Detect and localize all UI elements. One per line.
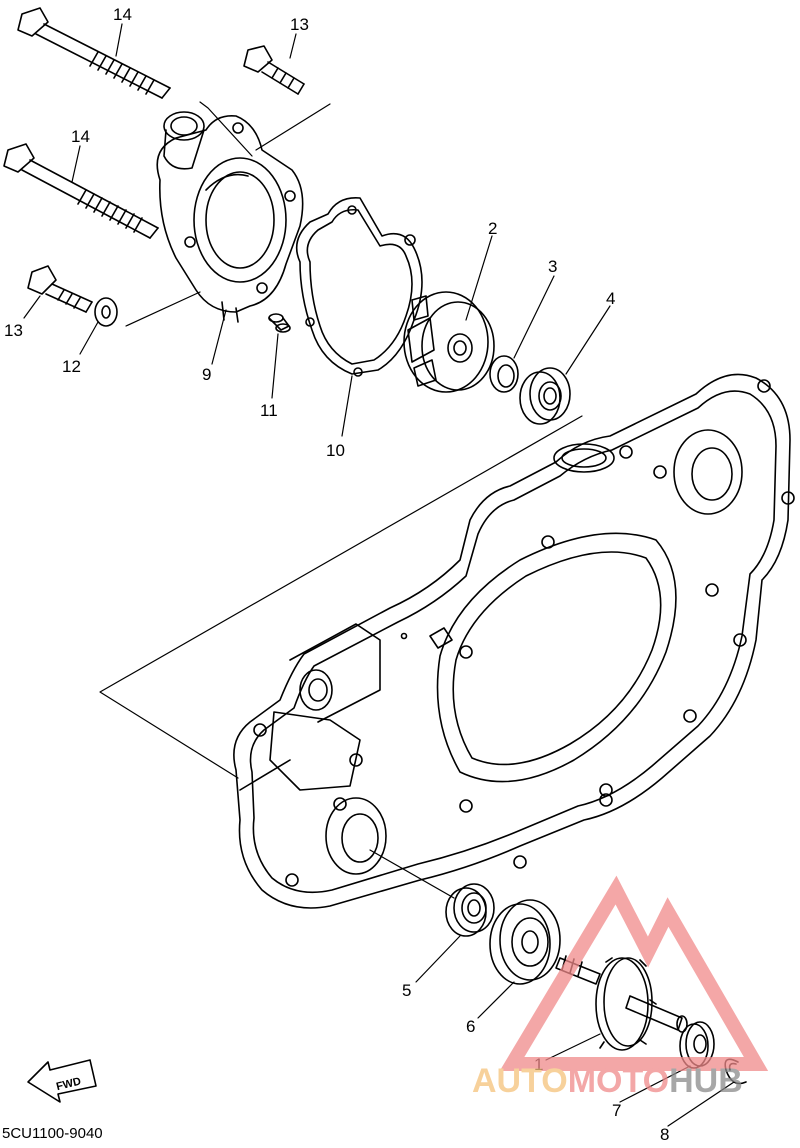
crankcase-cover <box>233 373 795 909</box>
callout-3: 3 <box>548 257 557 276</box>
callout-8: 8 <box>660 1125 669 1143</box>
callout-14-lower: 14 <box>71 127 90 146</box>
callout-7: 7 <box>612 1101 621 1120</box>
gasket-10 <box>295 197 423 377</box>
fwd-arrow-icon <box>27 1059 97 1103</box>
dowel-pin-11 <box>268 313 291 333</box>
part-code: 5CU1100-9040 <box>2 1125 103 1142</box>
bolt-14-upper <box>17 7 171 99</box>
callout-6: 6 <box>466 1017 475 1036</box>
bolt-13-upper <box>243 45 305 95</box>
callout-2: 2 <box>488 219 497 238</box>
watermark-logo: AUTOMOTOHUB <box>472 875 769 1100</box>
leader-lines <box>23 23 735 1127</box>
callout-12: 12 <box>62 357 81 376</box>
bearing-6 <box>489 899 561 985</box>
callout-9: 9 <box>202 365 211 384</box>
svg-text:AUTOMOTOHUB: AUTOMOTOHUB <box>472 1062 743 1100</box>
oil-seal-3 <box>489 355 519 393</box>
reference-lines <box>99 101 583 899</box>
callout-5: 5 <box>402 981 411 1000</box>
impeller-shaft-1 <box>555 955 688 1051</box>
fwd-label: FWD <box>55 1075 82 1093</box>
pump-housing-9 <box>156 111 304 323</box>
callout-labels: 14 13 14 13 12 9 11 10 2 3 4 5 6 1 7 8 <box>4 5 669 1144</box>
callout-14-upper: 14 <box>113 5 132 24</box>
bolt-14-lower <box>3 143 159 239</box>
watermark-text-moto: MOTO <box>568 1062 669 1100</box>
callout-13-lower: 13 <box>4 321 23 340</box>
watermark-text-hub: HUB <box>669 1062 743 1100</box>
callout-11: 11 <box>260 401 278 420</box>
bolt-13-lower <box>27 265 93 313</box>
callout-4: 4 <box>606 289 615 308</box>
impeller-2 <box>403 291 495 393</box>
watermark-text-auto: AUTO <box>472 1062 568 1100</box>
callout-13-upper: 13 <box>290 15 309 34</box>
oil-seal-4 <box>519 367 571 425</box>
watermark-triangle-icon <box>499 875 769 1071</box>
washer-12 <box>94 297 118 327</box>
bearing-5 <box>445 883 495 937</box>
callout-10: 10 <box>326 441 345 460</box>
